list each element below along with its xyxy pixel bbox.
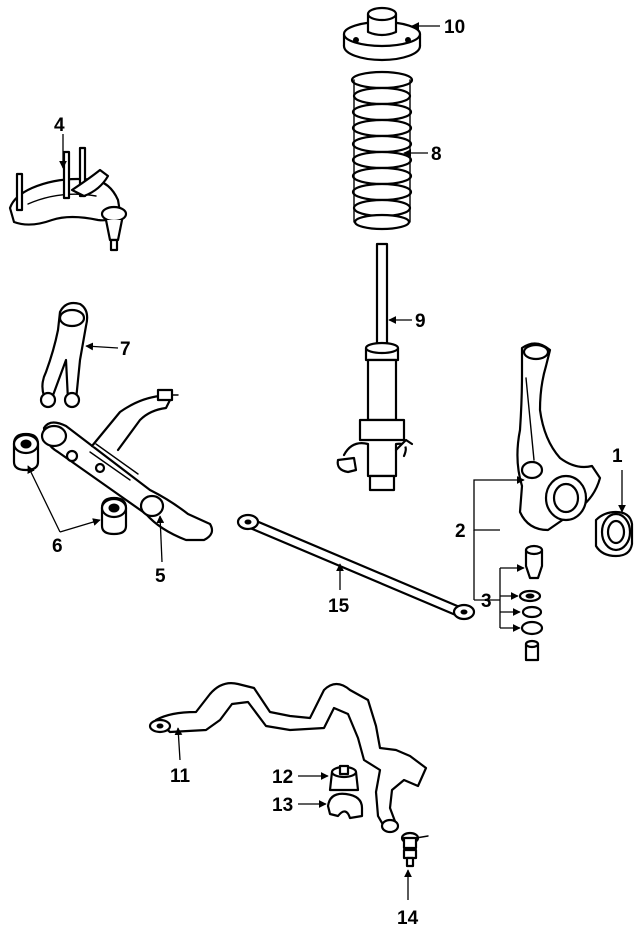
callout-labels: 10 8 9 4 7 1 2 3 6 5 15 11 12 13 14: [52, 17, 623, 929]
callout-14: 14: [397, 908, 419, 929]
control-arm-bushing-lower[interactable]: [100, 496, 128, 536]
callout-1: 1: [612, 446, 623, 467]
ball-joint-kit[interactable]: [518, 544, 544, 662]
callout-10: 10: [444, 17, 465, 38]
stabilizer-link-bolt[interactable]: [400, 831, 429, 868]
callout-4: 4: [54, 115, 65, 136]
stabilizer-bushing[interactable]: [328, 764, 360, 792]
bushing-clamp[interactable]: [326, 792, 364, 820]
coil-spring[interactable]: [350, 70, 414, 231]
control-arm-bushing-upper[interactable]: [12, 432, 40, 472]
callout-2: 2: [455, 521, 466, 542]
leader-lines: [27, 22, 626, 900]
callout-7: 7: [120, 339, 131, 360]
callout-5: 5: [155, 566, 166, 587]
stabilizer-bar[interactable]: [148, 682, 428, 834]
callout-13: 13: [272, 795, 293, 816]
callout-12: 12: [272, 767, 293, 788]
callout-3: 3: [481, 591, 492, 612]
callout-15: 15: [328, 596, 350, 617]
lower-arm-bracket[interactable]: [39, 301, 89, 409]
shock-absorber[interactable]: [336, 242, 414, 492]
callout-6: 6: [52, 536, 63, 557]
strut-rod[interactable]: [236, 513, 476, 621]
wheel-bearing[interactable]: [594, 510, 634, 558]
upper-control-arm[interactable]: [8, 146, 128, 252]
callout-8: 8: [431, 144, 442, 165]
callout-9: 9: [415, 311, 426, 332]
strut-mount[interactable]: [342, 6, 422, 62]
steering-knuckle[interactable]: [516, 342, 602, 532]
callout-11: 11: [170, 766, 191, 787]
lower-control-arm[interactable]: [40, 388, 214, 542]
